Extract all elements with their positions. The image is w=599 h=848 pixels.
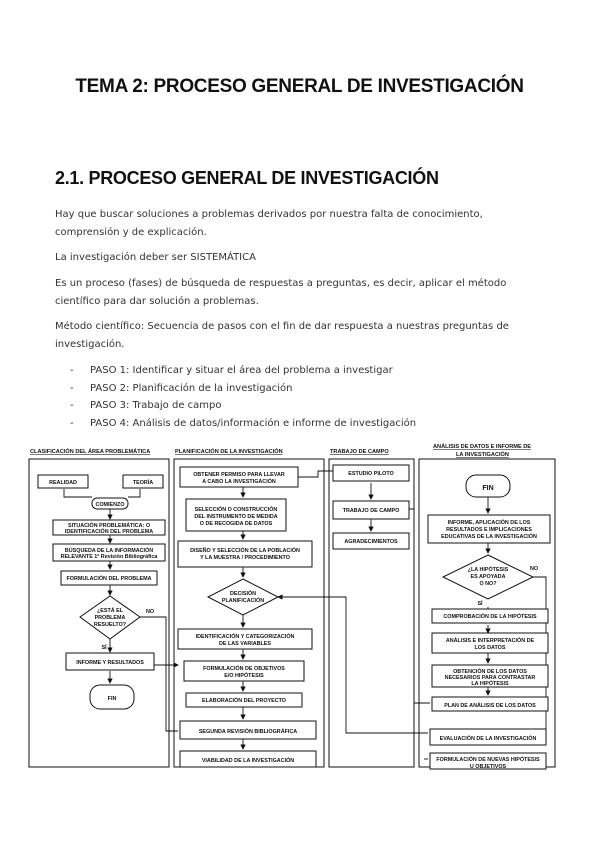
box-identificacion-2: DE LAS VARIABLES bbox=[219, 641, 271, 647]
header-col4a: ANÁLISIS DE DATOS E INFORME DE bbox=[433, 443, 531, 450]
list-item: PASO 3: Trabajo de campo bbox=[70, 397, 416, 415]
box-situacion-2: IDENTIFICACIÓN DEL PROBLEMA bbox=[65, 527, 153, 535]
paragraph-intro: Hay que buscar soluciones a problemas de… bbox=[55, 209, 483, 238]
list-item: PASO 1: Identificar y situar el área del… bbox=[70, 362, 416, 380]
diamond-decision-1: DECISIÓN bbox=[230, 589, 256, 597]
paragraph-scientific-method: Método científico: Secuencia de pasos co… bbox=[55, 321, 509, 350]
box-objetivos-1: FORMULACIÓN DE OBJETIVOS bbox=[203, 664, 285, 672]
box-plan: PLAN DE ANÁLISIS DE LOS DATOS bbox=[444, 702, 536, 709]
box-teoria: TEORÍA bbox=[133, 478, 153, 486]
box-fin-4: FIN bbox=[482, 485, 493, 492]
box-seleccion-1: SELECCIÓN O CONSTRUCCIÓN bbox=[195, 505, 278, 513]
box-obtencion-3: LA HIPÓTESIS bbox=[471, 679, 509, 687]
box-nuevas-1: FORMULACIÓN DE NUEVAS HIPÓTESIS bbox=[436, 755, 540, 763]
box-nuevas-2: U OBJETIVOS bbox=[470, 764, 507, 770]
box-informe-3: EDUCATIVAS DE LA INVESTIGACIÓN bbox=[441, 532, 537, 540]
box-seleccion-2: DEL INSTRUMENTO DE MEDIDA bbox=[194, 514, 277, 520]
box-diseno-1: DISEÑO Y SELECCIÓN DE LA POBLACIÓN bbox=[190, 546, 300, 554]
diamond-decision-2: PLANIFICACIÓN bbox=[222, 596, 264, 604]
box-informe-1: INFORME, APLICACIÓN DE LOS bbox=[448, 518, 531, 526]
box-comienzo: COMIENZO bbox=[95, 502, 124, 508]
research-process-flowchart: CLASIFICACIÓN DEL ÁREA PROBLEMÁTICA PLAN… bbox=[28, 437, 558, 774]
list-item: PASO 2: Planificación de la investigació… bbox=[70, 380, 416, 398]
diamond-esta-2: PROBLEMA bbox=[95, 615, 126, 621]
box-busqueda-2: RELEVANTE 1ª Revisión Bibliográfica bbox=[61, 554, 159, 560]
diamond-esta-3: RESUELTO? bbox=[94, 622, 126, 628]
box-realidad: REALIDAD bbox=[49, 480, 77, 486]
box-obtener-1: OBTENER PERMISO PARA LLEVAR bbox=[193, 472, 285, 478]
box-analisis-2: LOS DATOS bbox=[475, 645, 506, 651]
paragraph-process: Es un proceso (fases) de búsqueda de res… bbox=[55, 278, 507, 307]
page-title: TEMA 2: PROCESO GENERAL DE INVESTIGACIÓN bbox=[75, 76, 524, 97]
diamond-hipotesis-1: ¿LA HIPÓTESIS bbox=[468, 565, 509, 573]
box-analisis-1: ANÁLISIS E INTERPRETACIÓN DE bbox=[446, 636, 535, 644]
box-diseno-2: Y LA MUESTRA / PROCEDIMIENTO bbox=[200, 555, 290, 561]
label-si: SÍ bbox=[101, 643, 107, 651]
box-estudio: ESTUDIO PILOTO bbox=[348, 471, 393, 477]
box-fin: FIN bbox=[108, 696, 117, 702]
label-no-4: NO bbox=[530, 566, 538, 572]
paragraph-systematic: La investigación deber ser SISTEMÁTICA bbox=[55, 252, 256, 263]
label-no: NO bbox=[146, 609, 154, 615]
box-comprobacion: COMPROBACIÓN DE LA HIPÓTESIS bbox=[443, 612, 537, 620]
box-viabilidad: VIABILIDAD DE LA INVESTIGACIÓN bbox=[202, 756, 294, 764]
list-item: PASO 4: Análisis de datos/información e … bbox=[70, 415, 416, 433]
header-col3: TRABAJO DE CAMPO bbox=[330, 449, 389, 455]
box-objetivos-2: E/O HIPÓTESIS bbox=[224, 671, 264, 679]
box-seleccion-3: O DE RECOGIDA DE DATOS bbox=[200, 521, 273, 527]
header-col4b: LA INVESTIGACIÓN bbox=[456, 450, 509, 458]
box-agradecimientos: AGRADECIMIENTOS bbox=[344, 539, 398, 545]
box-obtencion-2: NECESARIOS PARA CONTRASTAR bbox=[445, 675, 536, 681]
header-col1: CLASIFICACIÓN DEL ÁREA PROBLEMÁTICA bbox=[30, 447, 150, 455]
box-elaboracion: ELABORACIÓN DEL PROYECTO bbox=[202, 696, 286, 704]
box-trabajo: TRABAJO DE CAMPO bbox=[343, 508, 400, 514]
box-busqueda-1: BÚSQUEDA DE LA INFORMACIÓN bbox=[65, 546, 153, 554]
box-informe-2: RESULTADOS E IMPLICACIONES bbox=[446, 527, 532, 533]
box-situacion-1: SITUACIÓN PROBLEMÁTICA: O bbox=[68, 521, 150, 529]
box-obtener-2: A CABO LA INVESTIGACIÓN bbox=[202, 477, 276, 485]
label-si-4: SÍ bbox=[477, 599, 483, 607]
header-col2: PLANIFICACIÓN DE LA INVESTIGACIÓN bbox=[175, 447, 283, 455]
box-evaluacion: EVALUACIÓN DE LA INVESTIGACIÓN bbox=[440, 734, 537, 742]
box-formulacion: FORMULACIÓN DEL PROBLEMA bbox=[67, 574, 152, 582]
box-segunda: SEGUNDA REVISIÓN BIBLIOGRÁFICA bbox=[199, 727, 297, 735]
diamond-hipotesis-3: O NO? bbox=[479, 581, 496, 587]
section-title: 2.1. PROCESO GENERAL DE INVESTIGACIÓN bbox=[55, 168, 439, 188]
box-informe: INFORME Y RESULTADOS bbox=[76, 660, 144, 666]
steps-list: PASO 1: Identificar y situar el área del… bbox=[70, 362, 416, 432]
diamond-esta-1: ¿ESTÁ EL bbox=[97, 607, 124, 614]
box-obtencion-1: OBTENCIÓN DE LOS DATOS bbox=[453, 667, 527, 675]
box-identificacion-1: IDENTIFICACIÓN Y CATEGORIZACIÓN bbox=[196, 632, 295, 640]
diamond-hipotesis-2: ES APOYADA bbox=[471, 574, 506, 580]
